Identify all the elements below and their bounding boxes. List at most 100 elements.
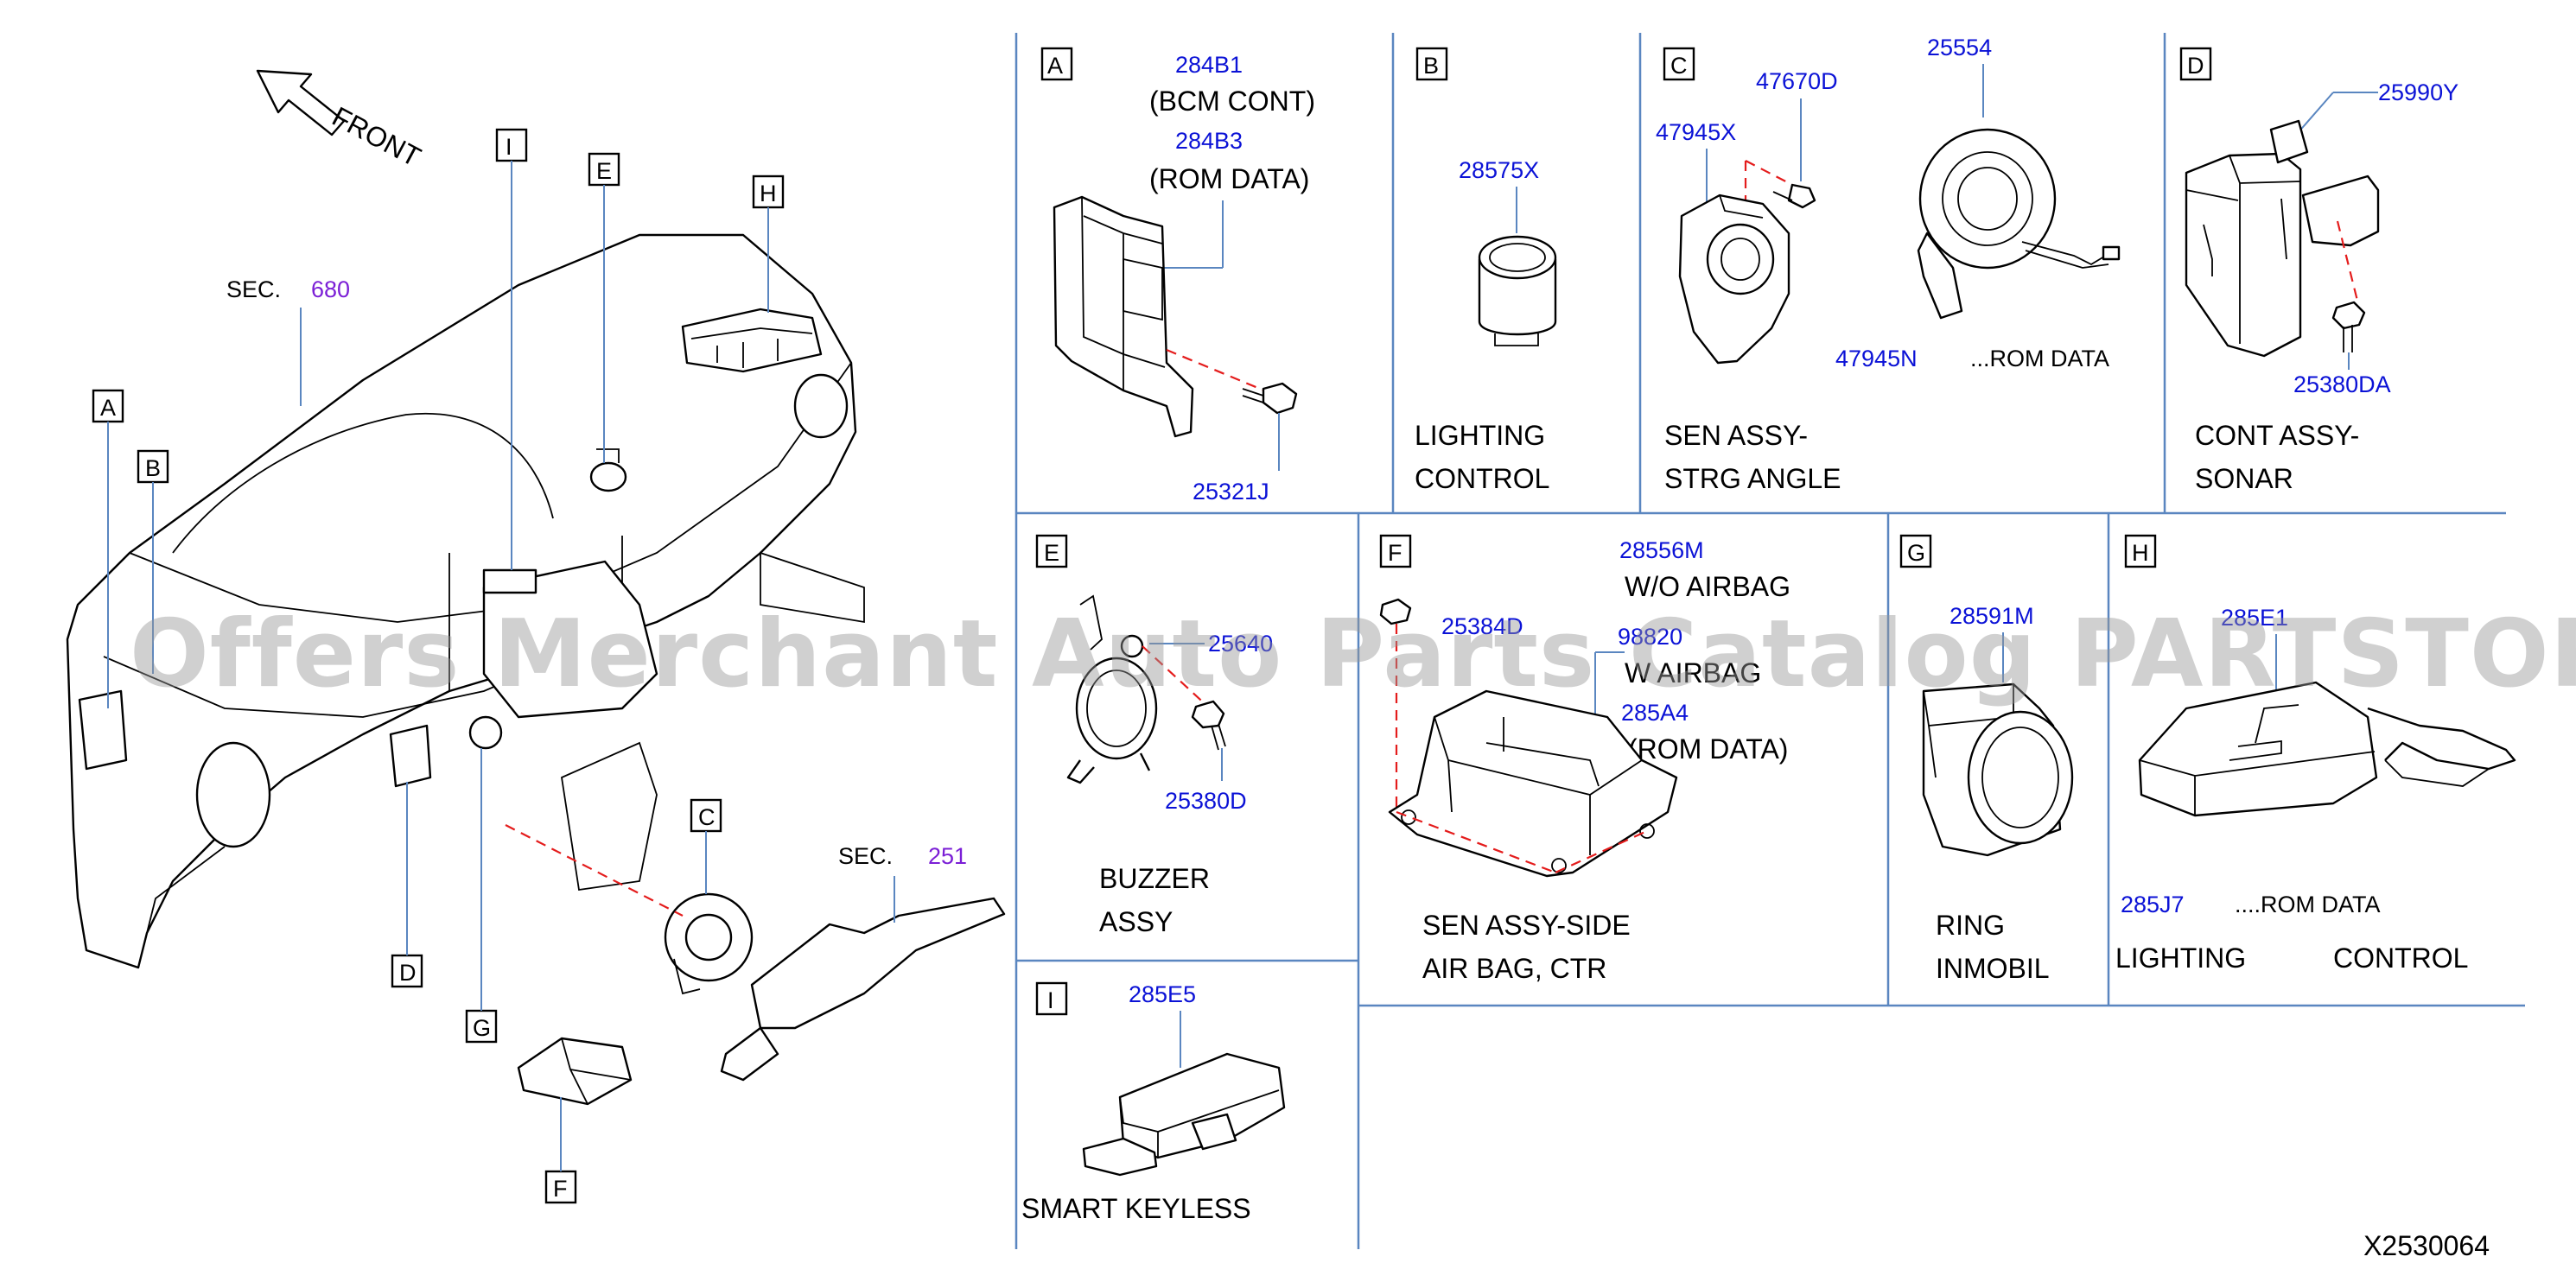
svg-text:F: F (553, 1176, 568, 1202)
part-25380DA: 25380DA (2293, 371, 2391, 397)
desc-w-airbag: W AIRBAG (1625, 657, 1761, 689)
sec-680-label: SEC. (226, 276, 281, 302)
part-25321J: 25321J (1193, 479, 1269, 505)
combination-switch-illustration (720, 897, 1006, 1082)
part-285A4: 285A4 (1621, 700, 1689, 726)
part-47670D: 47670D (1756, 68, 1838, 94)
desc-wo-airbag: W/O AIRBAG (1625, 571, 1790, 602)
sonar-control-unit-illustration (2185, 119, 2380, 358)
svg-text:B: B (145, 455, 161, 481)
airbag-sensor-illustration (1388, 689, 1678, 878)
smart-keyless-module-illustration (1082, 1052, 1286, 1177)
sec-251-number: 251 (928, 843, 967, 869)
svg-text:I: I (1047, 987, 1054, 1013)
part-25384D: 25384D (1441, 613, 1523, 639)
panel-C: C 47670D 47945X 25554 47945N ...ROM DATA (1656, 35, 2121, 494)
name-control-H: CONTROL (2333, 942, 2468, 974)
name-buzzer: BUZZER (1099, 863, 1210, 894)
panel-E: E 25640 25380D BUZZER ASSY (1035, 534, 1273, 937)
part-28556M: 28556M (1619, 537, 1704, 563)
svg-text:A: A (1047, 53, 1063, 79)
panel-D: D 25990Y 25380DA CONT ASSY- SONAR (2179, 47, 2458, 494)
rom-data-label-C: ...ROM DATA (1970, 346, 2109, 371)
part-98820: 98820 (1618, 624, 1682, 650)
desc-bcm-cont: (BCM CONT) (1149, 86, 1315, 117)
airbag-sensor-F-illustration (517, 1037, 633, 1106)
module-I-illustration (482, 568, 537, 594)
svg-text:F: F (1388, 540, 1402, 566)
sec-680-number: 680 (311, 276, 350, 302)
instrument-panel-illustration (66, 233, 865, 969)
callout-E: E (588, 152, 620, 463)
panel-F: F 28556M W/O AIRBAG 98820 W AIRBAG 285A4… (1379, 534, 1790, 984)
rom-data-label-H: ....ROM DATA (2235, 892, 2381, 917)
name-inmobil: INMOBIL (1936, 953, 2050, 984)
svg-text:H: H (2132, 540, 2149, 566)
part-25380D: 25380D (1165, 788, 1247, 814)
clock-spring-25554-illustration (1917, 128, 2121, 320)
callout-A: A (92, 389, 124, 708)
svg-text:G: G (473, 1015, 491, 1041)
clockspring-C-illustration (664, 892, 754, 995)
svg-text:B: B (1423, 53, 1439, 79)
callout-I: I (495, 128, 528, 570)
svg-text:E: E (596, 158, 612, 184)
panel-G: G 28591M RING INMOBIL (1899, 534, 2074, 984)
panel-B: B 28575X LIGHTING CONTROL (1415, 47, 1557, 494)
svg-text:E: E (1044, 540, 1059, 566)
name-lighting-H: LIGHTING (2115, 942, 2246, 974)
module-A-illustration (78, 689, 128, 771)
name-strg-angle: STRG ANGLE (1664, 463, 1841, 494)
part-284B3: 284B3 (1175, 128, 1243, 154)
steering-angle-sensor-illustration (1678, 194, 1790, 365)
name-lighting: LIGHTING (1415, 420, 1545, 451)
name-air-bag-ctr: AIR BAG, CTR (1422, 953, 1606, 984)
svg-text:D: D (399, 960, 417, 986)
ring-G-illustration (468, 715, 503, 750)
lighting-control-module-H-illustration (2138, 681, 2516, 817)
name-ring: RING (1936, 910, 2005, 941)
bcm-module-illustration (1053, 195, 1194, 438)
immobilizer-ring-illustration (1922, 682, 2074, 857)
buzzer-illustration (1066, 594, 1158, 784)
svg-text:C: C (1670, 53, 1688, 79)
desc-rom-data-F: (ROM DATA) (1628, 733, 1788, 765)
name-smart-keyless: SMART KEYLESS (1021, 1193, 1251, 1224)
callout-G: G (465, 748, 498, 1044)
part-285E1: 285E1 (2221, 605, 2288, 631)
callout-B: B (137, 449, 169, 674)
callout-F: F (544, 1097, 577, 1204)
name-assy: ASSY (1099, 906, 1173, 937)
svg-text:G: G (1907, 540, 1925, 566)
svg-text:I: I (506, 134, 512, 160)
module-D-illustration (389, 724, 432, 788)
desc-rom-data: (ROM DATA) (1149, 163, 1309, 194)
lighting-control-switch-illustration (1478, 235, 1557, 346)
module-H-illustration (681, 308, 823, 373)
part-25640: 25640 (1208, 631, 1273, 657)
svg-text:C: C (698, 804, 716, 830)
name-control: CONTROL (1415, 463, 1549, 494)
name-sen-assy-side: SEN ASSY-SIDE (1422, 910, 1631, 941)
front-label: FRONT (328, 100, 426, 173)
part-28575X: 28575X (1459, 157, 1539, 183)
part-25990Y: 25990Y (2378, 79, 2458, 105)
front-arrow-icon (256, 69, 346, 136)
callout-D: D (391, 782, 423, 988)
callout-H: H (752, 175, 785, 313)
part-47945X: 47945X (1656, 119, 1736, 145)
bolt-25321J-icon (1242, 382, 1298, 415)
screw-47670D-icon (1772, 183, 1816, 209)
svg-text:H: H (760, 181, 777, 206)
part-285J7: 285J7 (2121, 892, 2185, 917)
panel-A: A 284B1 (BCM CONT) 284B3 (ROM DATA) 2532… (1040, 47, 1315, 505)
svg-text:A: A (100, 395, 116, 421)
bolt-25380DA-icon (2331, 301, 2366, 352)
part-284B1: 284B1 (1175, 52, 1243, 78)
part-285E5: 285E5 (1129, 981, 1196, 1007)
part-47945N: 47945N (1835, 346, 1918, 371)
part-28591M: 28591M (1949, 603, 2034, 629)
panel-grid (1014, 33, 2525, 1249)
panel-I: I 285E5 SMART KEYLESS (1021, 981, 1286, 1224)
